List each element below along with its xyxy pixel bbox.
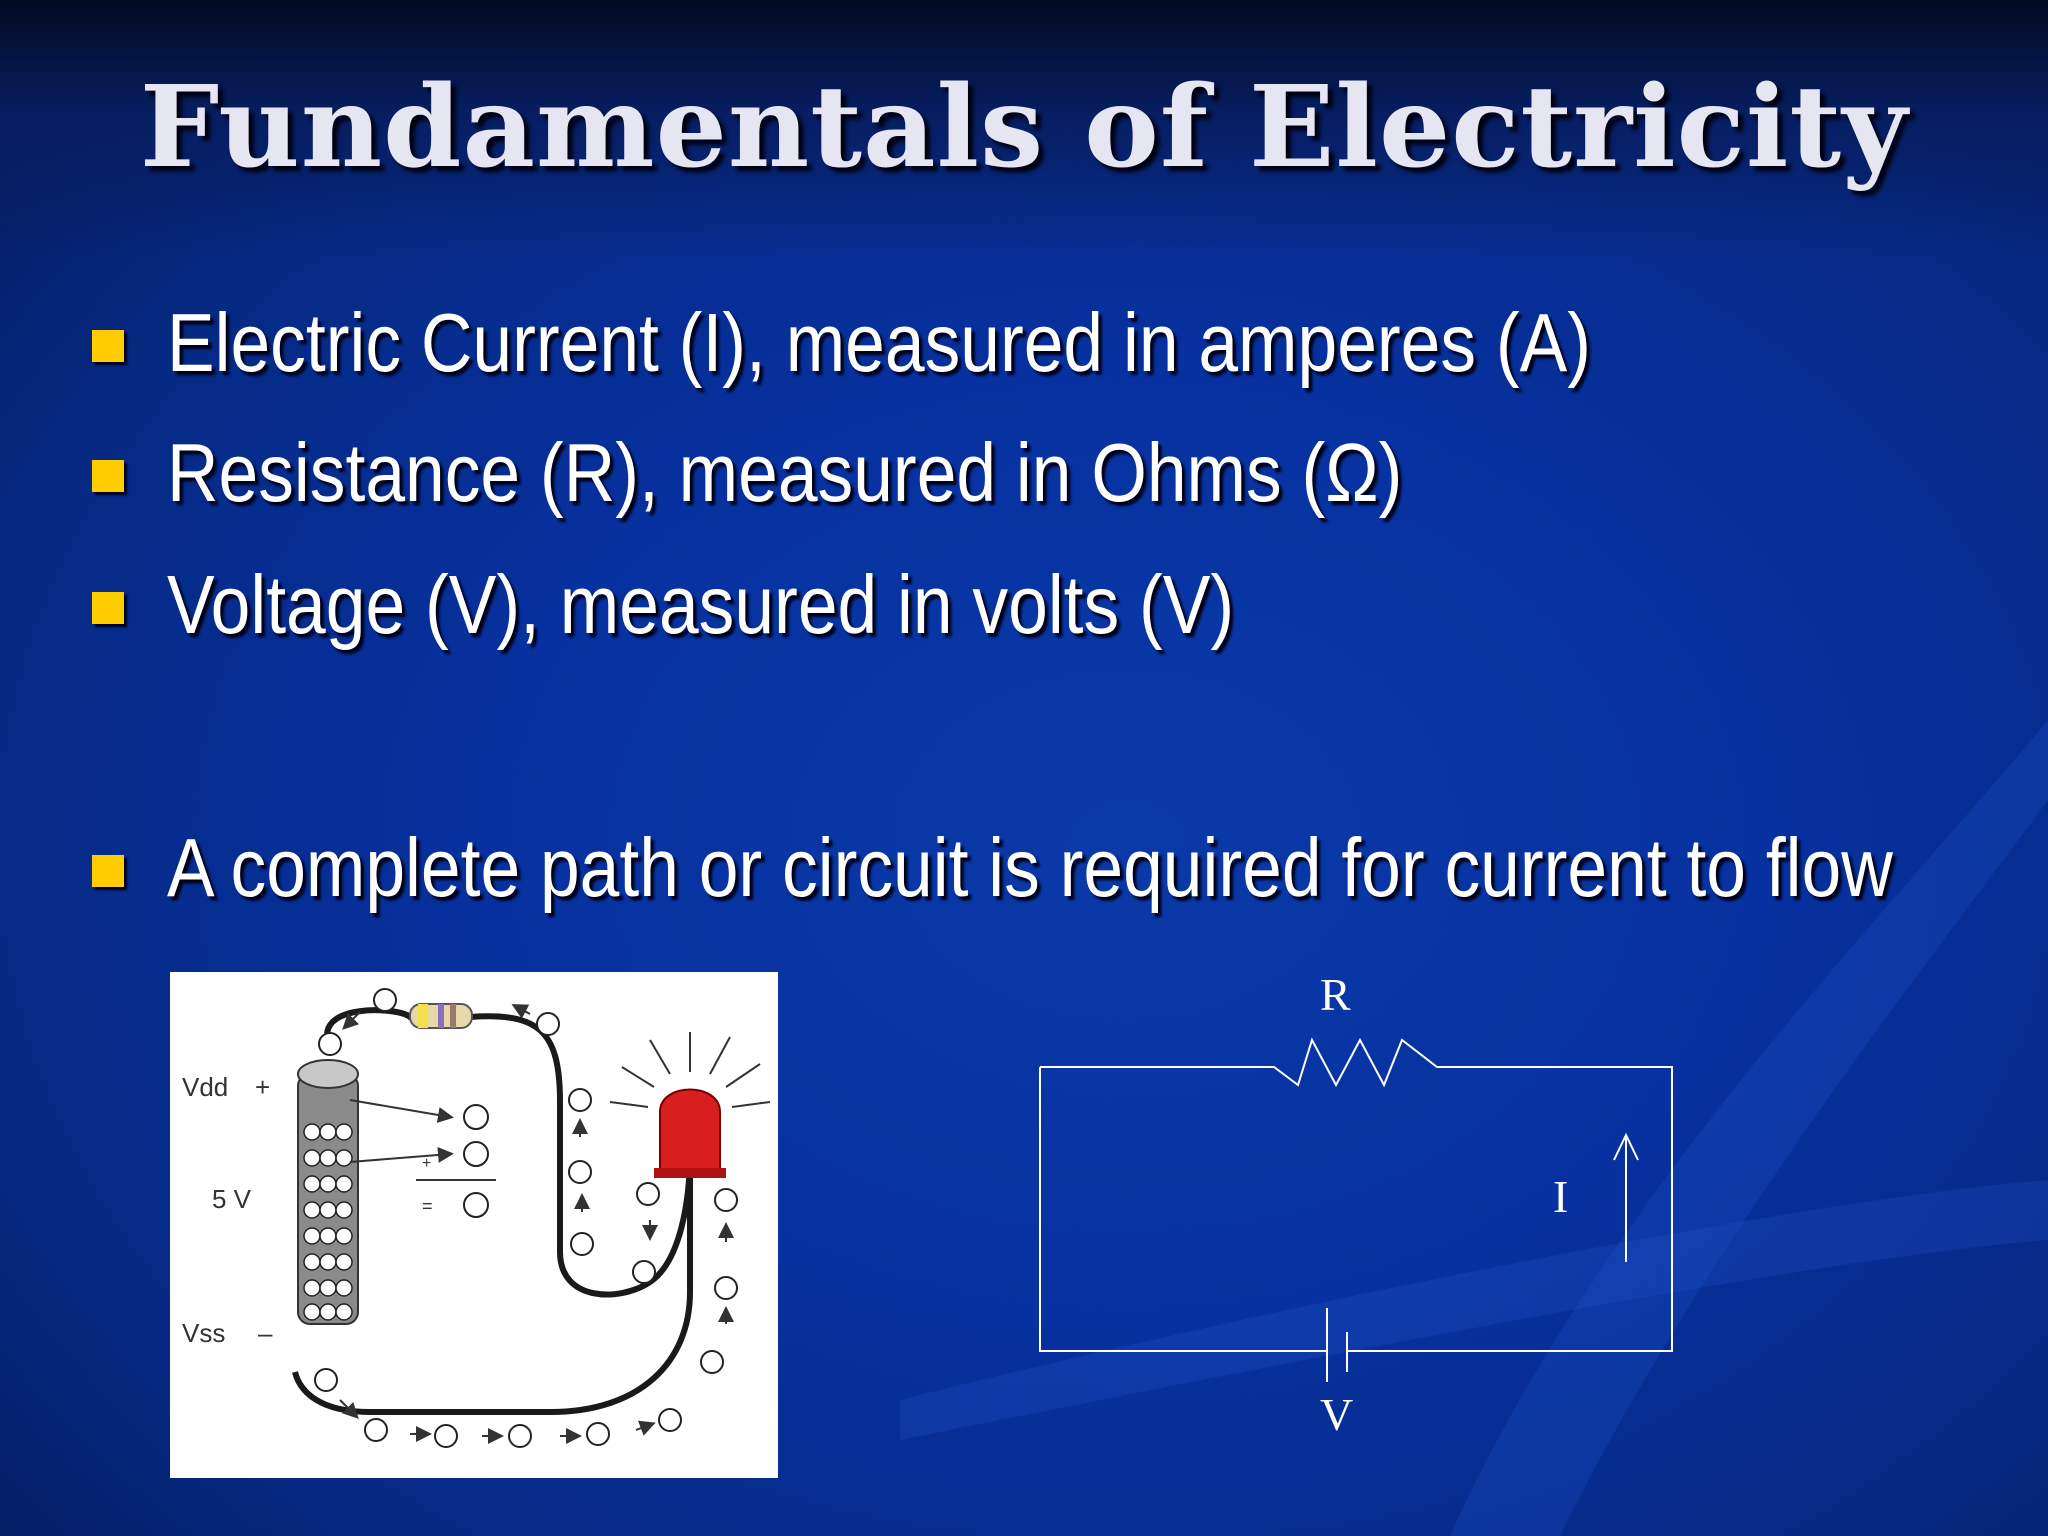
bullet-resistance: Resistance (R), measured in Ohms (Ω) — [92, 425, 1604, 521]
bullet-text: Electric Current (I), measured in ampere… — [167, 296, 1592, 389]
circuit-schematic: R I V — [1039, 969, 1673, 1440]
vss-sign: – — [258, 1318, 273, 1348]
bullet-current: Electric Current (I), measured in ampere… — [92, 295, 1823, 391]
bullet-text: Voltage (V), measured in volts (V) — [167, 558, 1235, 651]
voltage-5v-label: 5 V — [212, 1184, 252, 1214]
vss-label: Vss — [182, 1318, 225, 1348]
bullet-complete-circuit: A complete path or circuit is required f… — [92, 820, 2048, 916]
battery-particles — [303, 1123, 353, 1321]
bullet-text: Resistance (R), measured in Ohms (Ω) — [167, 426, 1403, 519]
bullet-square-icon — [92, 855, 124, 887]
led-icon — [659, 1088, 721, 1173]
bullet-square-icon — [92, 330, 124, 362]
current-label: I — [1553, 1171, 1568, 1222]
vdd-label: Vdd — [182, 1072, 228, 1102]
legend-plus: + — [422, 1155, 431, 1172]
particle-legend — [463, 1104, 489, 1218]
wire-bottom — [292, 1152, 693, 1415]
wire-top — [324, 1007, 693, 1298]
flow-arrows — [339, 1004, 734, 1444]
bullet-square-icon — [92, 460, 124, 492]
bullet-square-icon — [92, 592, 124, 624]
bullet-text: A complete path or circuit is required f… — [167, 821, 1893, 914]
illustration-canvas: + = Vdd + 5 V Vss – — [182, 988, 771, 1448]
voltage-label: V — [1320, 1389, 1353, 1440]
battery-circuit-illustration: + = Vdd + 5 V Vss – — [170, 972, 778, 1478]
led-light-rays — [609, 1032, 771, 1108]
bullet-voltage: Voltage (V), measured in volts (V) — [92, 557, 1408, 653]
resistor-label: R — [1320, 969, 1351, 1020]
slide-title: Fundamentals of Electricity — [139, 62, 1909, 193]
schematic-wire-top — [1040, 1037, 1673, 1352]
vdd-sign: + — [255, 1072, 270, 1102]
legend-equals: = — [422, 1196, 433, 1216]
schematic-wire-bottom — [1039, 1067, 1327, 1352]
electron-markers — [314, 988, 738, 1448]
top-gradient — [0, 0, 2048, 260]
